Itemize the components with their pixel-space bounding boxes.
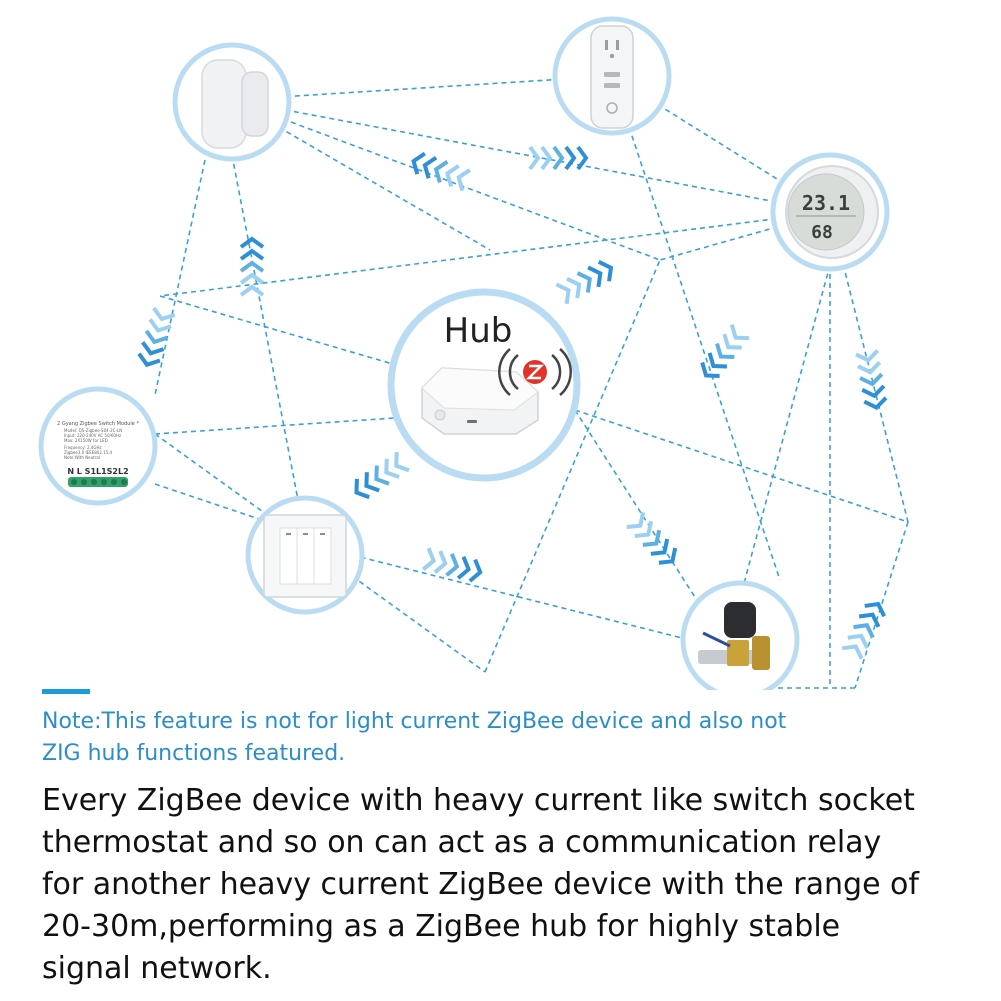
hub-node: Hub — [387, 288, 581, 482]
link — [154, 433, 486, 673]
smart-socket-node — [552, 16, 672, 136]
description-line: for another heavy current ZigBee device … — [42, 867, 919, 902]
svg-text:Max: 2X150W for LED: Max: 2X150W for LED — [64, 438, 108, 443]
switch-module-icon: 2 Gyang Zigbee Switch Module * Model: QS… — [57, 421, 139, 487]
link — [611, 75, 781, 581]
link — [574, 409, 909, 523]
hub-label: Hub — [444, 311, 513, 351]
door-sensor-node — [172, 42, 292, 162]
svg-text:Input: 220-240V AC 50/60Hz: Input: 220-240V AC 50/60Hz — [64, 433, 121, 438]
arrow-group — [841, 601, 886, 660]
temperature-readout: 23.1 — [802, 191, 850, 215]
svg-text:Frequency: 2.4GHz: Frequency: 2.4GHz — [64, 445, 102, 450]
svg-text:2 Gyang Zigbee Switch Module *: 2 Gyang Zigbee Switch Module * — [57, 421, 139, 427]
link — [154, 417, 396, 435]
description-line: thermostat and so on can act as a commun… — [42, 825, 882, 860]
water-valve-icon — [698, 602, 770, 670]
link — [574, 409, 701, 606]
door-sensor-icon — [201, 59, 247, 149]
arrow-group — [354, 452, 410, 500]
thermo-sensor-node: 23.1 68 — [770, 152, 890, 272]
link — [231, 99, 661, 261]
link — [854, 521, 909, 689]
mesh-network-diagram: 23.1 68 2 Gyang Zigbee Switch Module * M… — [38, 16, 909, 690]
link — [159, 211, 831, 297]
thermometer-display-icon: 23.1 68 — [785, 165, 879, 259]
link — [154, 483, 263, 521]
humidity-readout: 68 — [811, 222, 833, 243]
wall-switch-node — [245, 495, 365, 615]
svg-text:Note:With Neutral: Note:With Neutral — [64, 455, 100, 460]
arrow-group — [411, 151, 472, 192]
link — [351, 554, 691, 641]
smart-socket-icon — [590, 25, 634, 129]
arrow-group — [239, 236, 265, 297]
arrow-group — [626, 511, 678, 565]
link — [484, 259, 661, 673]
note-line: ZIG hub functions featured. — [42, 741, 346, 766]
mesh-links — [154, 75, 909, 689]
zigbee-signal-icon — [498, 348, 572, 396]
note-text: Note:This feature is not for light curre… — [42, 706, 942, 770]
accent-bar — [42, 689, 90, 694]
arrow-group — [421, 547, 483, 583]
arrow-group — [528, 145, 589, 171]
description-text: Every ZigBee device with heavy current l… — [42, 780, 987, 990]
water-valve-node — [680, 580, 800, 690]
arrow-group — [855, 349, 888, 411]
arrow-group — [137, 306, 176, 368]
svg-text:N L S1L1S2L2: N L S1L1S2L2 — [67, 467, 128, 476]
description-line: signal network. — [42, 951, 272, 986]
svg-text:Model: QS-Zigbee-S04-2C-LN: Model: QS-Zigbee-S04-2C-LN — [64, 428, 122, 433]
switch-module-node: 2 Gyang Zigbee Switch Module * Model: QS… — [38, 386, 158, 506]
description-line: 20-30m,performing as a ZigBee hub for hi… — [42, 909, 841, 944]
svg-text:Zigbee3.0 IEEE802.15.4: Zigbee3.0 IEEE802.15.4 — [64, 450, 113, 455]
description-line: Every ZigBee device with heavy current l… — [42, 783, 915, 818]
link — [159, 295, 421, 373]
link — [739, 264, 831, 599]
wall-switch-icon — [263, 514, 347, 598]
link — [231, 75, 613, 101]
link — [231, 99, 831, 213]
link — [154, 159, 206, 396]
arrow-group — [555, 260, 614, 305]
hub-device-icon — [421, 367, 539, 435]
link — [611, 75, 831, 213]
arrow-group — [700, 324, 750, 378]
note-line: Note:This feature is not for light curre… — [42, 709, 787, 734]
